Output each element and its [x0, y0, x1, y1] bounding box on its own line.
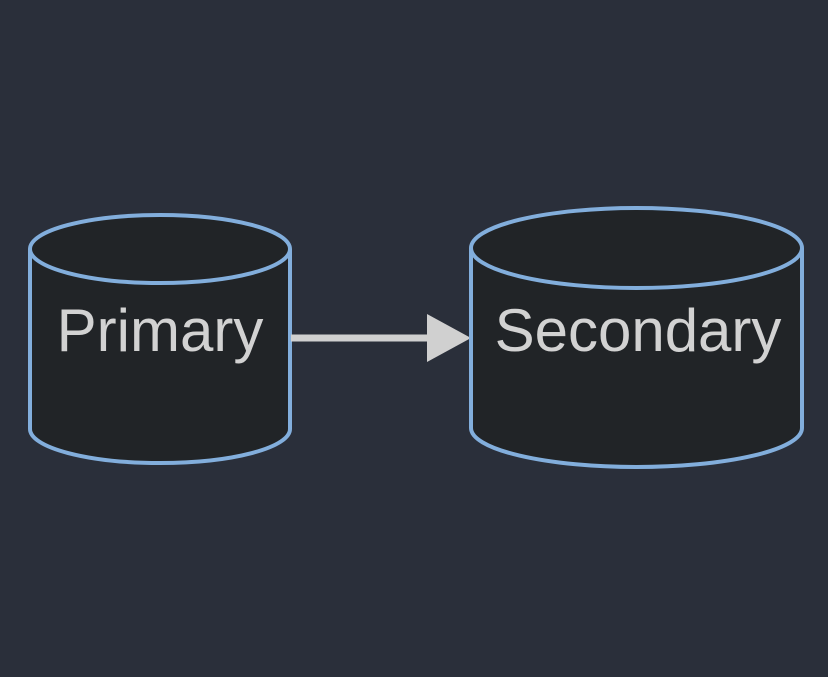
- primary-cylinder-top: [28, 213, 292, 285]
- node-secondary-database: Secondary: [469, 206, 804, 469]
- secondary-cylinder-top: [469, 206, 804, 290]
- primary-cylinder-body: [28, 249, 292, 465]
- secondary-cylinder-body: [469, 248, 804, 469]
- secondary-label: Secondary: [495, 297, 782, 364]
- primary-label: Primary: [57, 297, 264, 364]
- node-primary-database: Primary: [28, 213, 292, 465]
- flow-arrow-head: [427, 314, 471, 362]
- flow-arrow: [291, 314, 471, 362]
